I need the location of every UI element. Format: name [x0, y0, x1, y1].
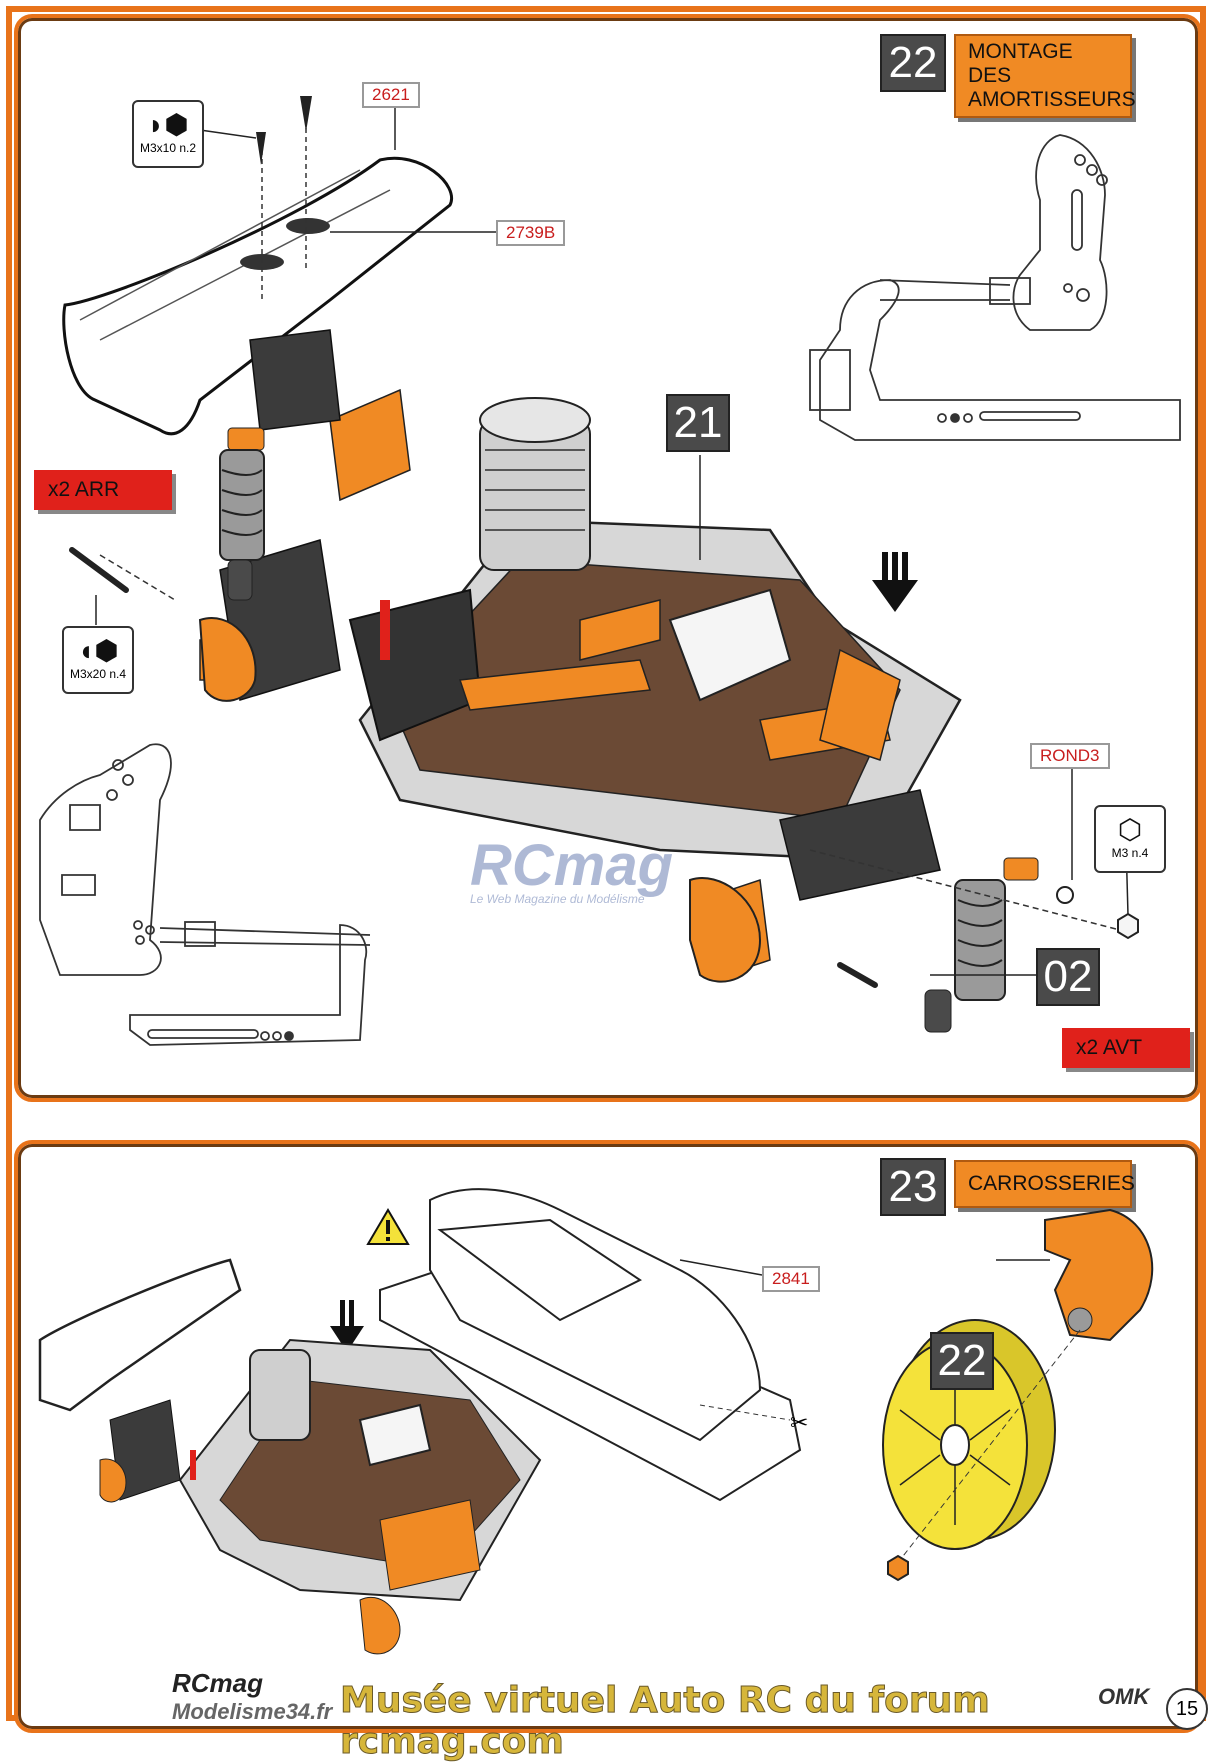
step-23-number: 23 [880, 1158, 946, 1216]
hardware-m3x10: ◗⬢ M3x10 n.2 [132, 100, 204, 168]
hardware-m3x20-label: M3x20 n.4 [69, 667, 127, 681]
callout-22: 22 [930, 1332, 994, 1390]
rear-shock-absorber [99, 427, 265, 601]
footer-logo: RCmag Modelisme34.fr [172, 1668, 332, 1725]
hardware-m3-nut: ⬡ M3 n.4 [1094, 805, 1166, 873]
omk-logo: OMK [1098, 1684, 1150, 1709]
hardware-m3-nut-label: M3 n.4 [1111, 846, 1149, 860]
rond3-washer [1056, 886, 1074, 904]
footer-logo-line1: RCmag [172, 1668, 264, 1698]
buggy-small [38, 1258, 542, 1655]
rcmag-watermark: RCmag [470, 833, 674, 898]
ref-body: 2841 [762, 1266, 820, 1292]
button-head-screw-icon: ◗⬢ [147, 109, 189, 140]
ref-rond3: ROND3 [1030, 743, 1110, 769]
rear-wing [62, 96, 454, 436]
footer-logo-line2: Modelisme34.fr [172, 1699, 333, 1724]
cut-line [699, 1404, 791, 1421]
wheel-axis [899, 1329, 1081, 1561]
callout-02: 02 [1036, 948, 1100, 1006]
body-assembly-diagram: ✂ [38, 1188, 1154, 1655]
ref-washer: 2739B [496, 220, 566, 246]
buggy-chassis [198, 329, 962, 983]
step-23-title: CARROSSERIES [954, 1160, 1135, 1209]
cap-screw-icon: ◖⬢ [77, 635, 119, 666]
step-22-number: 22 [880, 34, 946, 92]
rear-shock-tower-outline [39, 743, 371, 1046]
front-screw [837, 962, 878, 988]
tag-front-x2: x2 AVT [1062, 1028, 1190, 1068]
body-leader [679, 1259, 763, 1276]
tag-rear-x2: x2 ARR [34, 470, 172, 510]
rear-screw [69, 547, 129, 593]
hex-nut-icon: ⬡ [1117, 814, 1143, 845]
hardware-m3x20: ◖⬢ M3x20 n.4 [62, 626, 134, 694]
shock-assembly-diagram [39, 96, 1181, 1046]
rcmag-watermark-subtitle: Le Web Magazine du Modélisme [470, 892, 645, 906]
down-arrow-icon [872, 552, 918, 612]
wheel-nut [887, 1554, 909, 1582]
front-shock-tower-outline [809, 134, 1181, 441]
hardware-m3x10-label: M3x10 n.2 [139, 141, 197, 155]
warning-icon [366, 1208, 410, 1245]
front-shock-absorber [924, 857, 1039, 1033]
scissors-icon: ✂ [790, 1410, 808, 1435]
callout-21: 21 [666, 394, 730, 452]
ref-wing: 2621 [362, 82, 420, 108]
step-22-title-line2: AMORTISSEURS [968, 88, 1136, 112]
down-arrow-icon-2 [330, 1300, 364, 1352]
front-hub [1044, 1208, 1154, 1342]
step-22-title-line1: MONTAGE DES [968, 40, 1073, 88]
footer-museum-text: Musée virtuel Auto RC du forum rcmag.com [340, 1680, 991, 1762]
front-assembly-axis [809, 849, 1121, 931]
m3x10-leader [199, 129, 257, 139]
m3-nut [1117, 912, 1139, 940]
step-22-title: MONTAGE DES AMORTISSEURS [954, 34, 1136, 119]
page-number: 15 [1166, 1688, 1208, 1730]
body-shell [379, 1188, 802, 1502]
